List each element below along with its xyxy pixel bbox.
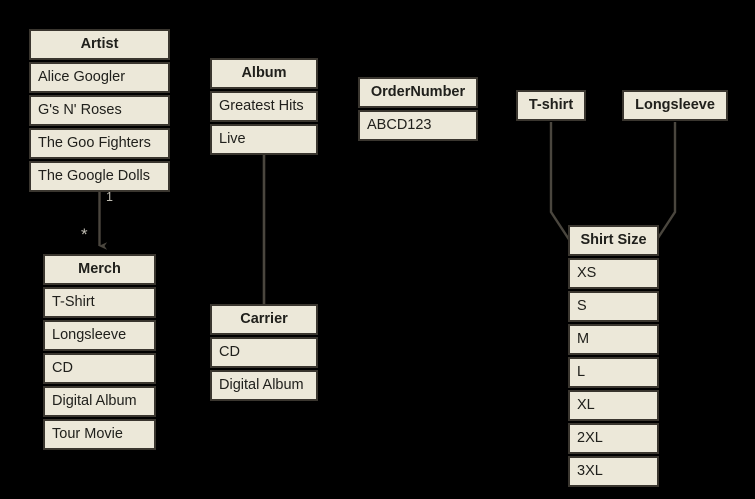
- table-album-header: Album: [210, 58, 318, 89]
- table-merch-row[interactable]: Digital Album: [43, 386, 156, 417]
- connector-longsleeve-shirtsize: [654, 122, 677, 242]
- table-longsleeve: Longsleeve: [622, 90, 728, 121]
- table-order-number-header: OrderNumber: [358, 77, 478, 108]
- table-merch-row[interactable]: T-Shirt: [43, 287, 156, 318]
- table-merch-header: Merch: [43, 254, 156, 285]
- table-shirt-size-row[interactable]: L: [568, 357, 659, 388]
- table-carrier: Carrier CD Digital Album: [210, 304, 318, 401]
- table-carrier-row[interactable]: Digital Album: [210, 370, 318, 401]
- table-shirt-size-row[interactable]: XL: [568, 390, 659, 421]
- table-shirt-size-row[interactable]: XS: [568, 258, 659, 289]
- table-carrier-header: Carrier: [210, 304, 318, 335]
- table-artist-row[interactable]: G's N' Roses: [29, 95, 170, 126]
- table-album-row[interactable]: Live: [210, 124, 318, 155]
- table-album-row[interactable]: Greatest Hits: [210, 91, 318, 122]
- table-album: Album Greatest Hits Live: [210, 58, 318, 155]
- table-order-number: OrderNumber ABCD123: [358, 77, 478, 141]
- table-artist-row[interactable]: The Google Dolls: [29, 161, 170, 192]
- table-carrier-row[interactable]: CD: [210, 337, 318, 368]
- edge-label-artist-merch-source: 1: [106, 190, 113, 204]
- table-merch: Merch T-Shirt Longsleeve CD Digital Albu…: [43, 254, 156, 450]
- table-shirt-size: Shirt Size XS S M L XL 2XL 3XL: [568, 225, 659, 487]
- table-merch-row[interactable]: Tour Movie: [43, 419, 156, 450]
- table-tshirt-header: T-shirt: [516, 90, 586, 121]
- table-artist-row[interactable]: Alice Googler: [29, 62, 170, 93]
- table-tshirt: T-shirt: [516, 90, 586, 121]
- table-shirt-size-row[interactable]: S: [568, 291, 659, 322]
- table-shirt-size-header: Shirt Size: [568, 225, 659, 256]
- edge-label-artist-merch-target: *: [81, 225, 88, 244]
- table-shirt-size-row[interactable]: M: [568, 324, 659, 355]
- table-artist-row[interactable]: The Goo Fighters: [29, 128, 170, 159]
- table-order-number-row[interactable]: ABCD123: [358, 110, 478, 141]
- table-merch-row[interactable]: Longsleeve: [43, 320, 156, 351]
- table-merch-row[interactable]: CD: [43, 353, 156, 384]
- table-shirt-size-row[interactable]: 3XL: [568, 456, 659, 487]
- table-artist: Artist Alice Googler G's N' Roses The Go…: [29, 29, 170, 192]
- table-artist-header: Artist: [29, 29, 170, 60]
- table-shirt-size-row[interactable]: 2XL: [568, 423, 659, 454]
- table-longsleeve-header: Longsleeve: [622, 90, 728, 121]
- connector-tshirt-shirtsize: [549, 122, 572, 242]
